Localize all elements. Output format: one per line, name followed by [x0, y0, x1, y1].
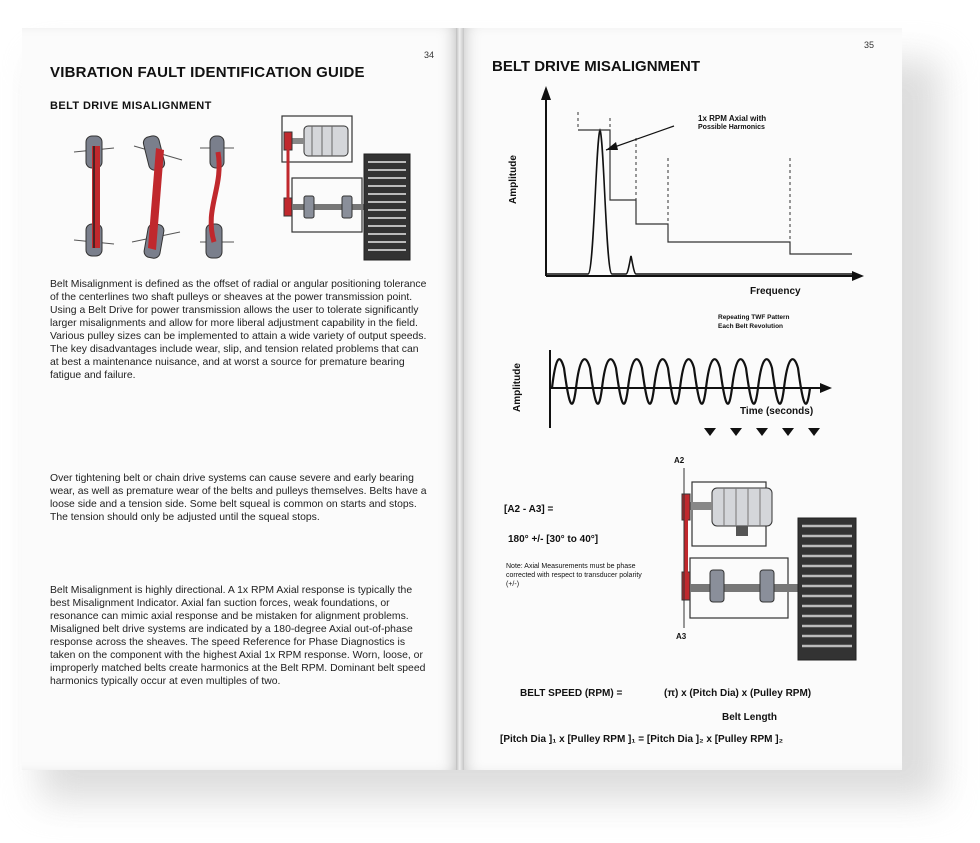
spectrum-xlabel: Frequency — [750, 286, 801, 297]
phase-label-a2: A2 — [674, 456, 685, 465]
belt-speed-numerator: (π) x (Pitch Dia) x (Pulley RPM) — [664, 688, 812, 699]
waveform-ylabel: Amplitude — [512, 363, 523, 412]
guide-title: VIBRATION FAULT IDENTIFICATION GUIDE — [50, 64, 365, 81]
section-subtitle: BELT DRIVE MISALIGNMENT — [50, 100, 212, 112]
waveform-xlabel: Time (seconds) — [740, 406, 814, 417]
right-page-title: BELT DRIVE MISALIGNMENT — [492, 58, 701, 75]
spectrum-annotation-2: Possible Harmonics — [698, 124, 765, 131]
open-booklet: 34 VIBRATION FAULT IDENTIFICATION GUIDE … — [22, 28, 902, 770]
twisted-pulley-diagram — [200, 135, 234, 259]
paragraph-overtightening: Over tightening belt or chain drive syst… — [50, 473, 427, 523]
motor-belt-fan-schematic — [281, 115, 411, 261]
spectrum-plot — [541, 86, 864, 281]
phase-equation: [A2 - A3] = — [504, 504, 554, 515]
waveform-annotation-2: Each Belt Revolution — [718, 323, 784, 330]
pitch-formula: [Pitch Dia ]₁ x [Pulley RPM ]₁ = [Pitch … — [500, 734, 784, 745]
right-page: 35 BELT DRIVE MISALIGNMENT — [460, 28, 902, 770]
spectrum-annotation-1: 1x RPM Axial with — [698, 114, 767, 123]
right-page-number: 35 — [864, 40, 875, 50]
left-page: 34 VIBRATION FAULT IDENTIFICATION GUIDE … — [22, 28, 460, 770]
left-page-number: 34 — [424, 50, 435, 60]
phase-label-a3: A3 — [676, 632, 687, 641]
waveform-annotation-1: Repeating TWF Pattern — [718, 314, 790, 321]
belt-speed-label: BELT SPEED (RPM) = — [520, 688, 623, 699]
angular-pulley-diagram — [131, 135, 183, 259]
waveform-plot — [549, 350, 832, 436]
right-page-figures — [541, 86, 864, 661]
misalignment-illustrations — [73, 115, 411, 261]
parallel-offset-pulley-diagram — [73, 135, 115, 257]
phase-schematic — [681, 468, 857, 661]
phase-note: Note: Axial Measurements must be phase c… — [506, 563, 642, 588]
belt-length-denominator: Belt Length — [722, 712, 777, 723]
phase-value: 180° +/- [30° to 40°] — [508, 534, 599, 545]
spectrum-ylabel: Amplitude — [508, 155, 519, 204]
paragraph-definition: Belt Misalignment is defined as the offs… — [50, 279, 427, 381]
paragraph-directional: Belt Misalignment is highly directional.… — [50, 585, 426, 687]
book-spine — [456, 28, 464, 770]
